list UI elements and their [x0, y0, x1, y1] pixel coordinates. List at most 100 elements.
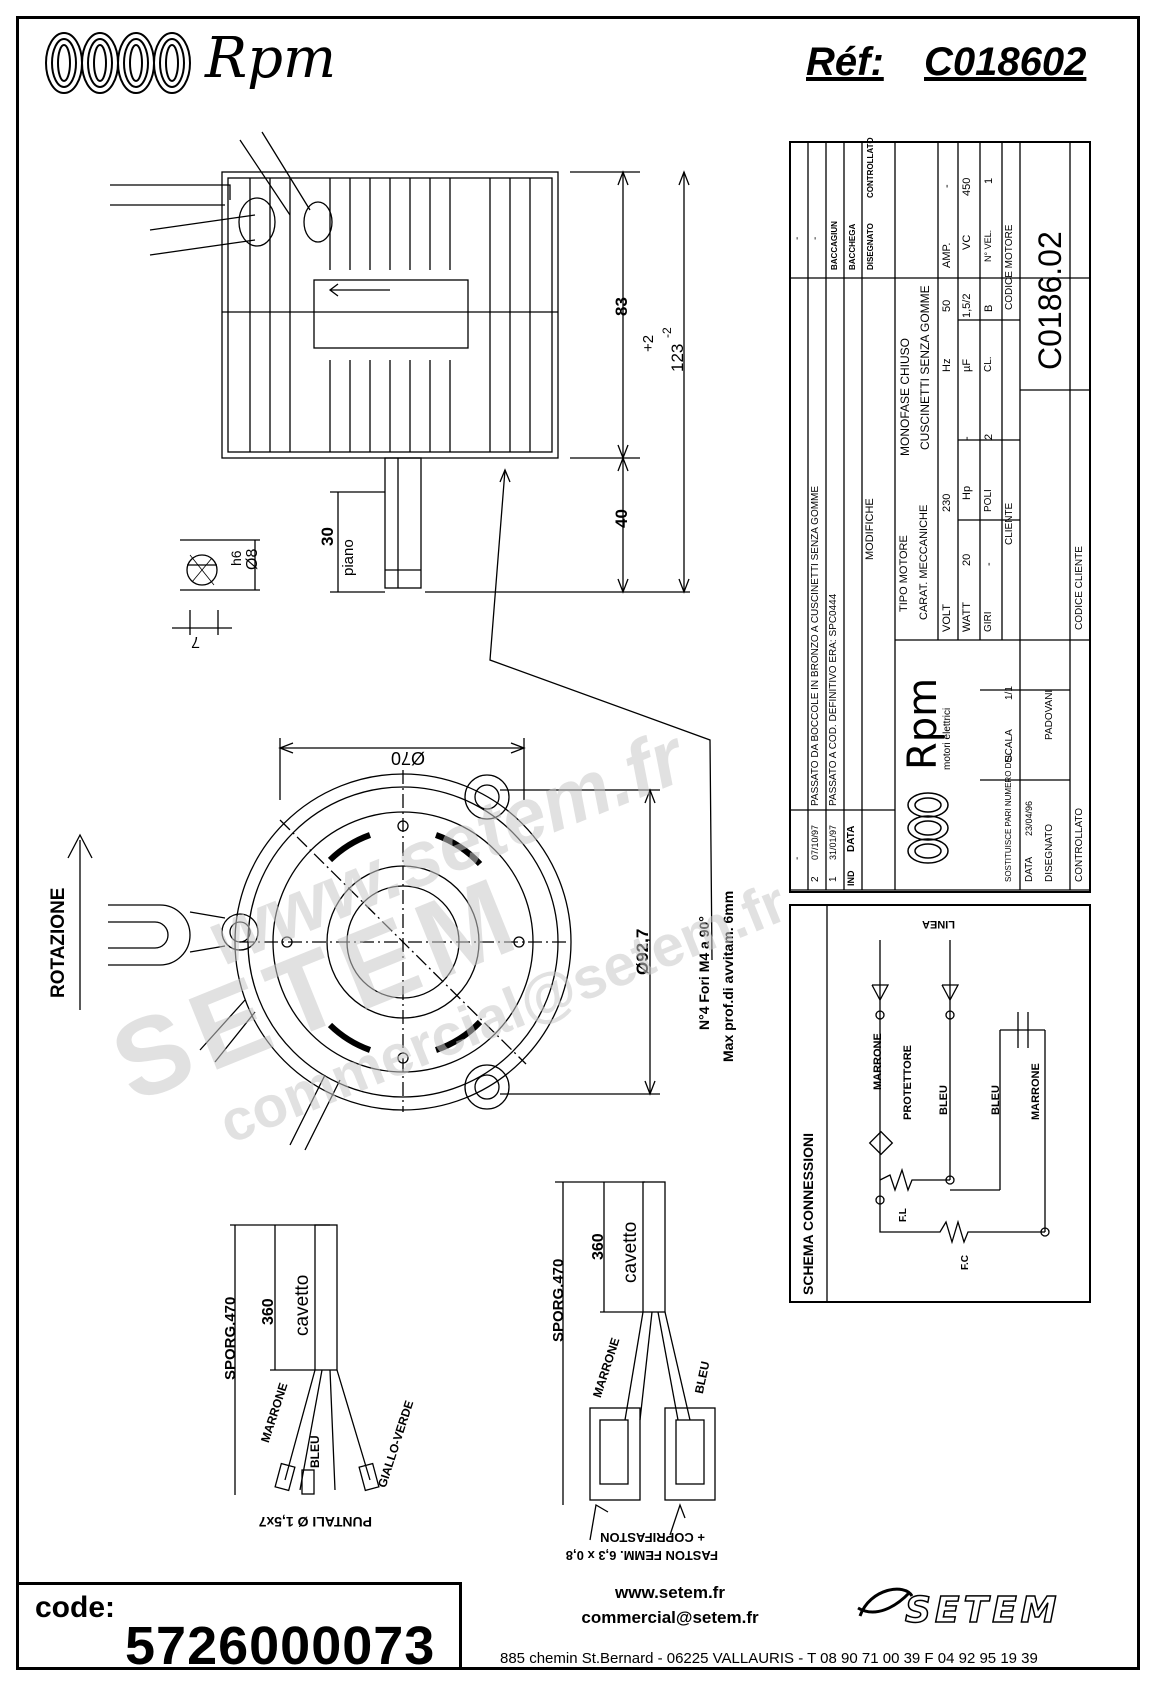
tb-modifiche: MODIFICHE: [864, 498, 876, 560]
dim-123-sup: -2: [660, 327, 674, 338]
tb-controllato2: CONTROLLATO: [1074, 807, 1085, 882]
sporg-right: SPORG.470: [550, 1258, 567, 1342]
faston-left: [589, 1407, 641, 1501]
code-label: code:: [35, 1591, 116, 1624]
schema-marrone: MARRONE: [872, 1033, 884, 1090]
tb-scala-v: 1/1: [1004, 686, 1015, 700]
title-block: [789, 141, 1091, 893]
tb-cl: CL.: [983, 356, 994, 372]
rpm-logo-text: Rpm: [205, 26, 337, 91]
cavetto-left: cavetto: [292, 1274, 313, 1336]
nameplate: [313, 279, 469, 349]
tb-carat: CARAT. MECCANICHE: [918, 504, 930, 620]
tb-poli: POLI: [983, 489, 994, 512]
tb-poli-v: 2: [983, 433, 995, 440]
tb-uf-v: 1,5/2: [961, 293, 973, 318]
tb-codice-motore: CODICE MOTORE: [1004, 224, 1015, 310]
piano-label: piano: [340, 539, 357, 576]
tb-rev2-ind: 2: [810, 876, 821, 882]
tb-data2-v: 23/04/96: [1024, 800, 1034, 836]
tb-volt: VOLT: [941, 604, 953, 632]
tb-amp: AMP.: [941, 242, 953, 268]
tb-dash-1: -: [792, 236, 803, 240]
len360-left: 360: [260, 1298, 277, 1325]
tb-tipo-motore: TIPO MOTORE: [898, 535, 910, 612]
tb-watt: WATT: [961, 602, 973, 632]
faston-label-1: + COPRIFASTON: [600, 1530, 705, 1545]
schema-title: SCHEMA CONNESSIONI: [800, 1132, 816, 1295]
tb-data: DATA: [846, 825, 857, 852]
tb-codice-cliente: CODICE CLIENTE: [1074, 546, 1085, 630]
cavetto-right: cavetto: [620, 1221, 641, 1283]
tb-rev2-text: PASSATO DA BOCCOLE IN BRONZO A CUSCINETT…: [810, 485, 821, 806]
tb-ind: IND: [846, 870, 856, 887]
len360-right: 360: [590, 1233, 607, 1260]
schema-bleu: BLEU: [938, 1085, 950, 1115]
dim-123: 123: [668, 343, 687, 372]
ref-value: C018602: [924, 40, 1087, 84]
d92-label: Ø92,7: [633, 928, 652, 975]
tb-cl-v: B: [983, 304, 995, 312]
cable-right-sheath: [642, 1181, 666, 1313]
fins: [249, 178, 531, 452]
schema-fc: F.C: [960, 1255, 971, 1270]
tb-data2: DATA: [1024, 856, 1035, 882]
tb-logo-icon: [904, 790, 952, 885]
schema-linea: LINEA: [922, 918, 955, 930]
d8-label: Ø8: [244, 548, 261, 570]
dim-tolerance: +2: [640, 334, 657, 352]
tb-vc-v: 450: [961, 177, 973, 196]
code-box: code: 5726000073: [16, 1582, 462, 1676]
schema-marrone-2: MARRONE: [1030, 1063, 1042, 1120]
footer-web[interactable]: www.setem.fr: [615, 1583, 725, 1602]
max-prof-label: Max prof.di avvitam. 6mm: [720, 890, 736, 1062]
tb-rev1-date: 31/01/97: [828, 824, 838, 860]
tb-tipo-val: MONOFASE CHIUSO: [898, 337, 912, 456]
setem-swoosh-icon: [850, 1578, 920, 1633]
faston-label-2: FASTON FEMM. 6,3 x 0,8: [565, 1548, 718, 1563]
tb-nvel-v: 1: [983, 177, 995, 184]
tb-codice-val: C0186.02: [1032, 231, 1068, 370]
tb-scala: SCALA: [1004, 729, 1015, 762]
rotazione-label: ROTAZIONE: [48, 887, 69, 998]
tb-hp-v: -: [961, 436, 973, 440]
schema-fl: F.L: [898, 1208, 909, 1222]
tb-hp: Hp: [961, 485, 973, 500]
tb-controllato: CONTROLLATO: [866, 137, 875, 198]
coil-logo-icon: [45, 32, 191, 94]
tb-bacchega: BACCHEGA: [848, 223, 857, 270]
footer-email[interactable]: commercial@setem.fr: [581, 1608, 759, 1627]
schema-box: [789, 904, 1091, 1303]
tb-dash-3: -: [792, 856, 803, 860]
schema-bleu-2: BLEU: [990, 1085, 1002, 1115]
tb-hz: Hz: [941, 358, 953, 372]
dim-83: 83: [612, 297, 631, 316]
tb-disegnato2: DISEGNATO: [1044, 824, 1055, 882]
bleu-left: BLEU: [308, 1435, 322, 1468]
protector-icon: [868, 1130, 894, 1156]
tb-baccagiun: BACCAGIUN: [830, 221, 839, 270]
tb-rev1-text: PASSATO A COD. DEFINITIVO ERA: SPC0444: [828, 593, 839, 806]
sporg-left: SPORG.470: [222, 1296, 239, 1380]
drawing-frame: [16, 16, 1140, 1670]
tb-nvel: N° VEL.: [983, 229, 993, 262]
seven-label: 7: [191, 633, 200, 650]
setem-logo: SETEM: [904, 1589, 1061, 1632]
tb-cliente: CLIENTE: [1004, 502, 1015, 545]
faston-right: [664, 1407, 716, 1501]
tb-rev2-date: 07/10/97: [810, 824, 820, 860]
tb-vc: VC: [961, 234, 973, 250]
tb-disegnato: DISEGNATO: [866, 223, 875, 270]
h6-label: h6: [228, 550, 244, 566]
shaft: [384, 457, 422, 589]
tb-carat-val: CUSCINETTI SENZA GOMME: [918, 285, 932, 450]
dim-30: 30: [318, 527, 337, 546]
tb-logo-sub: motori elettrici: [942, 707, 953, 770]
tb-hz-v: 50: [941, 299, 953, 312]
tb-sostituisce: SOSTITUISCE PARI NUMERO DEL: [1004, 752, 1013, 882]
footer-address: 885 chemin St.Bernard - 06225 VALLAURIS …: [500, 1650, 1038, 1667]
tb-volt-v: 230: [941, 493, 953, 512]
motor-front-view: [108, 770, 572, 1151]
tb-watt-v: 20: [961, 553, 973, 566]
